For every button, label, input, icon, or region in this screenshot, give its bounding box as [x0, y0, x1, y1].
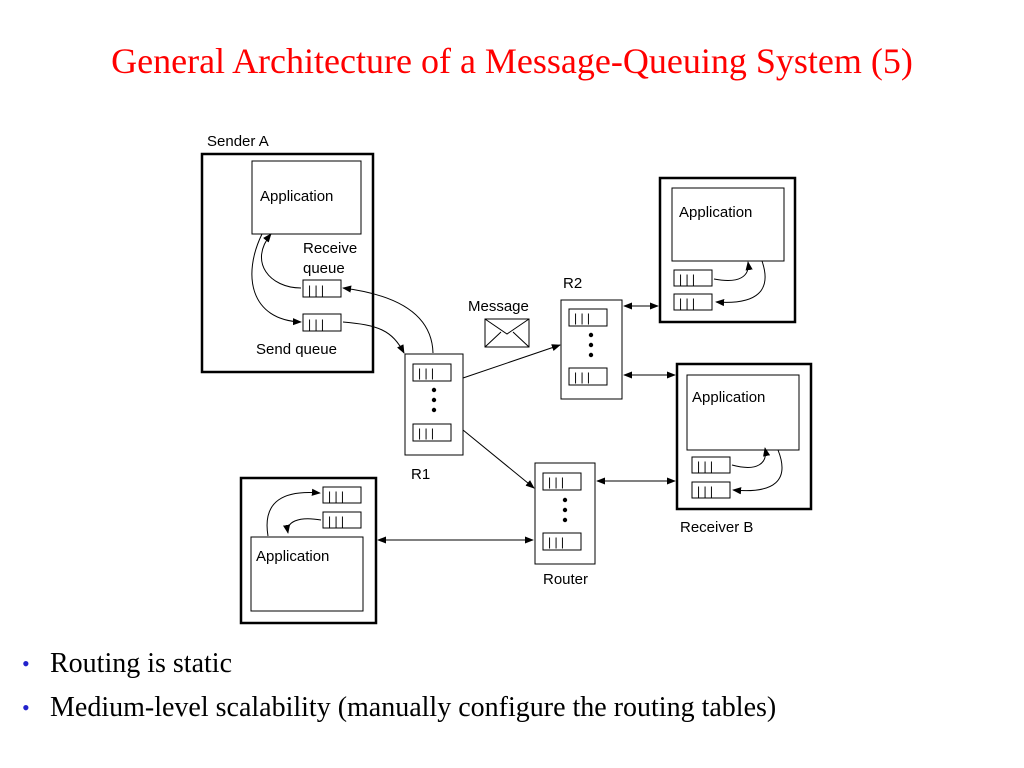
router-queue-bottom: | | |	[542, 532, 582, 551]
sender-a-label: Sender A	[207, 133, 269, 150]
send-queue-label: Send queue	[256, 341, 337, 358]
top-right-queue-2: | | |	[673, 293, 713, 311]
receiver-b-application-label: Application	[692, 389, 765, 406]
svg-text:| | |: | | |	[418, 426, 434, 440]
svg-text:| | |: | | |	[679, 272, 695, 286]
svg-text:| | |: | | |	[679, 296, 695, 310]
r2-label: R2	[563, 275, 582, 292]
svg-text:| | |: | | |	[328, 489, 344, 503]
bullet-dot-icon: •	[22, 651, 30, 676]
receive-queue-label-2: queue	[303, 260, 345, 277]
svg-text:| | |: | | |	[328, 514, 344, 528]
r2-queue-bottom: | | |	[568, 367, 608, 386]
message-label: Message	[468, 298, 529, 315]
receiver-b-label: Receiver B	[680, 519, 753, 536]
receive-queue-label-1: Receive	[303, 240, 357, 257]
svg-text:| | |: | | |	[574, 311, 590, 325]
architecture-diagram: Sender A Application Receive queue | | |…	[200, 133, 813, 625]
receiver-b-host: Application | | | | | | Receiver B	[675, 362, 813, 536]
svg-text:| | |: | | |	[697, 459, 713, 473]
r1-to-r2-arrow	[462, 344, 561, 379]
svg-text:| | |: | | |	[548, 475, 564, 489]
send-queue-to-r1-arrow	[342, 321, 405, 354]
message-envelope-icon: Message	[468, 298, 530, 348]
svg-text:| | |: | | |	[697, 484, 713, 498]
r2-queue-top: | | |	[568, 308, 608, 327]
top-right-application-label: Application	[679, 204, 752, 221]
r1-queue-bottom: | | |	[412, 423, 452, 442]
bullet-dot-icon: •	[22, 695, 30, 720]
receiver-b-queue-1: | | |	[691, 456, 731, 474]
bullet-item: •Routing is static	[22, 644, 776, 688]
bottom-left-host: Application | | | | | |	[239, 476, 378, 625]
r1-to-router-arrow	[462, 429, 535, 489]
application-to-send-queue-arrow	[251, 233, 302, 326]
router-r1: | | | | | | R1	[404, 353, 464, 483]
receiver-b-queue-2: | | |	[691, 481, 731, 499]
r1-label: R1	[411, 466, 430, 483]
router-label: Router	[543, 571, 588, 588]
router-r2: R2 | | | | | |	[560, 275, 623, 400]
svg-text:| | |: | | |	[574, 370, 590, 384]
slide-title: General Architecture of a Message-Queuin…	[111, 41, 913, 81]
router-bottom: | | | | | | Router	[534, 462, 596, 588]
top-right-application	[671, 187, 785, 262]
sender-a-application	[251, 160, 362, 235]
sender-a-host: Sender A Application Receive queue | | |…	[200, 133, 375, 374]
bullet-item: •Medium-level scalability (manually conf…	[22, 688, 776, 732]
bullet-list: •Routing is static •Medium-level scalabi…	[22, 644, 776, 732]
r1-to-receive-queue-arrow	[342, 285, 434, 354]
bottom-left-queue-2: | | |	[322, 511, 362, 529]
top-right-queue-1: | | |	[673, 269, 713, 287]
svg-text:| | |: | | |	[308, 317, 324, 331]
router-queue-top: | | |	[542, 472, 582, 491]
sender-a-application-label: Application	[260, 188, 333, 205]
bottom-left-application	[250, 536, 364, 612]
bottom-left-queue-1: | | |	[322, 486, 362, 504]
bottom-left-application-label: Application	[256, 548, 329, 565]
top-right-host: Application | | | | | |	[658, 176, 797, 324]
svg-text:| | |: | | |	[418, 366, 434, 380]
sender-a-receive-queue: | | |	[302, 279, 342, 298]
svg-text:| | |: | | |	[308, 283, 324, 297]
svg-text:| | |: | | |	[548, 535, 564, 549]
receiver-b-application	[686, 374, 800, 451]
deliver-to-application-arrow	[260, 233, 302, 289]
r1-queue-top: | | |	[412, 363, 452, 382]
sender-a-send-queue: | | |	[302, 313, 342, 332]
